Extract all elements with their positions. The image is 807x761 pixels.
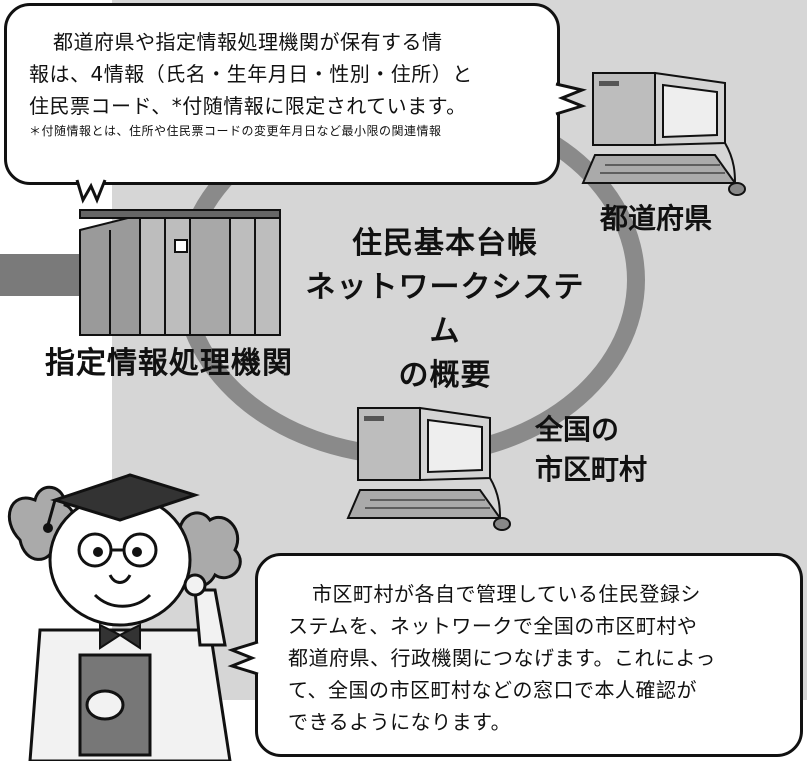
bubble-top-line2: 報は、4情報（氏名・生年月日・性別・住所）と <box>29 62 473 86</box>
bubble-top-line1: 都道府県や指定情報処理機関が保有する情 <box>53 30 443 54</box>
title-line2: ネットワークシステム <box>305 270 585 349</box>
label-municipality-line1: 全国の <box>535 413 620 446</box>
top-bubble-tail <box>75 179 107 204</box>
server-rack-icon <box>79 209 281 336</box>
label-designated-agency: 指定情報処理機関 <box>45 346 293 381</box>
network-connector-bar <box>0 254 90 296</box>
bubble-top-footnote: ＊付随情報とは、住所や住民票コードの変更年月日など最小限の関連情報 <box>29 124 442 138</box>
label-prefecture: 都道府県 <box>600 202 713 235</box>
title-line3: の概要 <box>398 358 492 393</box>
computer-icon <box>581 71 746 196</box>
professor-character-icon <box>7 473 242 761</box>
label-municipality: 全国の 市区町村 <box>535 410 647 490</box>
bubble-bottom-line1: 市区町村が各自で管理している住民登録シ <box>312 582 701 606</box>
top-bubble-side-tail <box>555 82 588 116</box>
bottom-speech-bubble: 市区町村が各自で管理している住民登録シ ステムを、ネットワークで全国の市区町村や… <box>255 553 803 757</box>
computer-icon <box>346 406 511 531</box>
bubble-bottom-line5: できるようになります。 <box>288 710 512 734</box>
bubble-top-line3: 住民票コード、*付随情報に限定されています。 <box>29 94 467 118</box>
bubble-bottom-line3: 都道府県、行政機関につなげます。これによっ <box>288 646 716 670</box>
top-speech-bubble: 都道府県や指定情報処理機関が保有する情 報は、4情報（氏名・生年月日・性別・住所… <box>4 3 560 185</box>
bubble-bottom-line4: て、全国の市区町村などの窓口で本人確認が <box>288 678 697 702</box>
title-line1: 住民基本台帳 <box>352 226 538 261</box>
bubble-bottom-line2: ステムを、ネットワークで全国の市区町村や <box>288 614 698 638</box>
label-municipality-line2: 市区町村 <box>535 453 648 486</box>
bottom-bubble-tail <box>227 640 259 676</box>
diagram-title: 住民基本台帳 ネットワークシステム の概要 <box>300 222 590 398</box>
